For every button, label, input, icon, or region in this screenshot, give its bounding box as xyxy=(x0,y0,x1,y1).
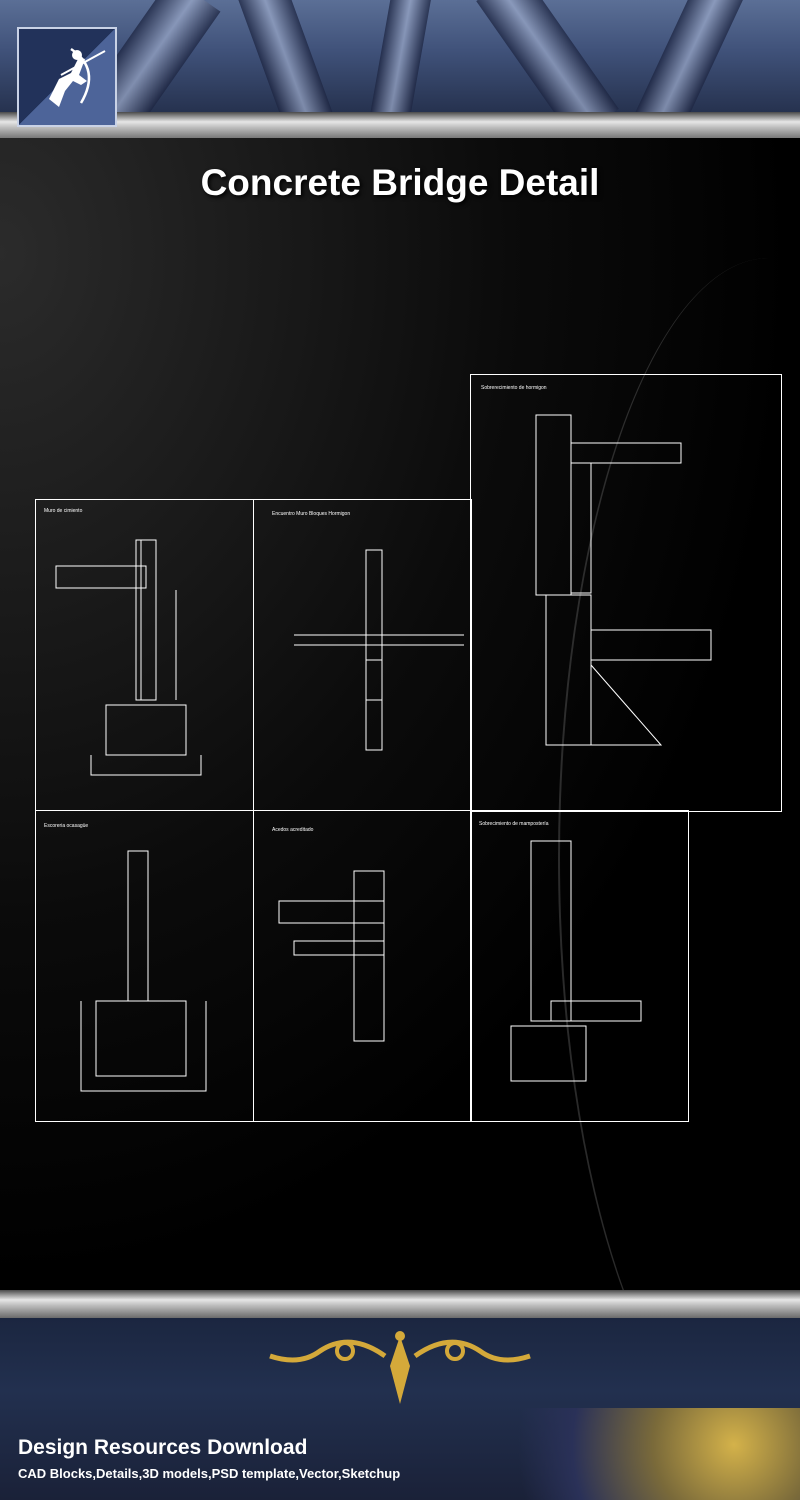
drawing-panel-3: Sobrerecimiento de hormigon xyxy=(470,374,782,812)
archer-logo-icon xyxy=(17,27,117,127)
drawing-4-label: Escoreria ocasagüe xyxy=(44,823,88,829)
drawing-panel-4: Escoreria ocasagüe xyxy=(35,810,254,1122)
top-banner xyxy=(0,0,800,112)
drawing-2-label: Encuentro Muro Bloques Hormigon xyxy=(272,511,350,517)
top-steel-bar xyxy=(0,112,800,140)
drawing-panel-2: Encuentro Muro Bloques Hormigon xyxy=(253,499,472,811)
space-graphic xyxy=(470,1408,800,1500)
drawing-1-lines: Muro de cimiento xyxy=(44,508,202,776)
drawing-5-label: Acedos acreditado xyxy=(272,827,314,833)
drawing-1-label: Muro de cimiento xyxy=(44,508,83,514)
main-background xyxy=(0,138,800,1458)
drawing-panel-5: Acedos acreditado xyxy=(253,810,472,1122)
drawing-panel-1: Muro de cimiento xyxy=(35,499,254,811)
drawing-2-lines: Encuentro Muro Bloques Hormigon xyxy=(272,511,464,751)
footer-title: Design Resources Download xyxy=(18,1436,308,1459)
drawing-6-lines: Sobrecimiento de mampostería xyxy=(479,821,642,1082)
page-title: Concrete Bridge Detail xyxy=(200,162,600,203)
drawing-5-lines: Acedos acreditado xyxy=(272,827,385,1042)
drawing-6-label: Sobrecimiento de mampostería xyxy=(479,821,549,827)
gold-ornament-icon xyxy=(269,1331,531,1404)
drawing-4-lines: Escoreria ocasagüe xyxy=(44,823,207,1092)
footer-subtitle: CAD Blocks,Details,3D models,PSD templat… xyxy=(18,1466,401,1481)
bottom-steel-bar xyxy=(0,1290,800,1318)
drawing-panel-6: Sobrecimiento de mampostería xyxy=(470,810,689,1122)
drawing-3-label: Sobrerecimiento de hormigon xyxy=(481,385,547,391)
drawing-3-lines: Sobrerecimiento de hormigon xyxy=(481,385,712,746)
